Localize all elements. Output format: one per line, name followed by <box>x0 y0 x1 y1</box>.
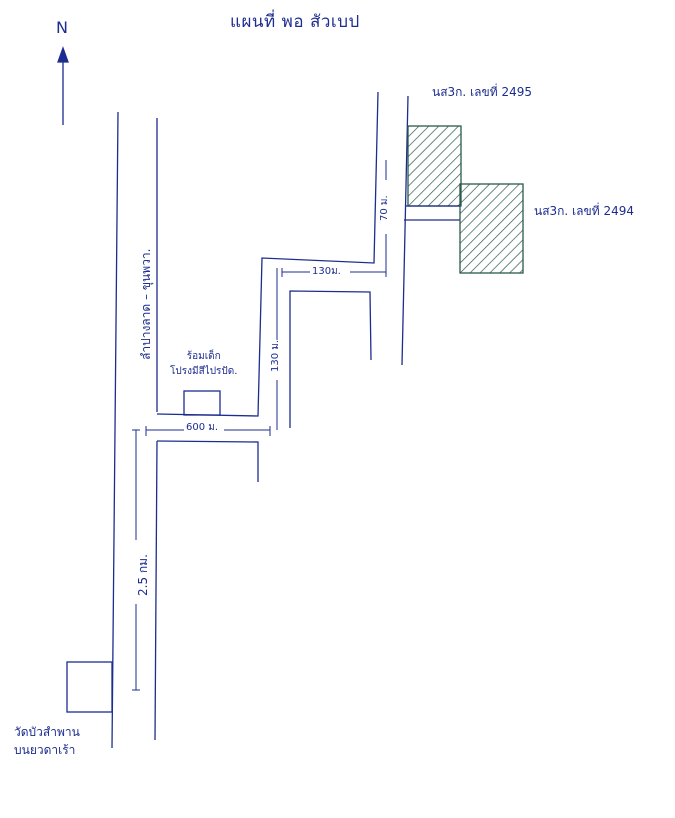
side-road <box>156 91 409 482</box>
main-road <box>111 111 158 749</box>
north-label: N <box>56 18 68 37</box>
distance-segment-middle-vertical: 130 ม. <box>270 339 281 372</box>
distance-main-road: 2.5 กม. <box>136 554 150 596</box>
temple-building <box>66 661 113 713</box>
north-arrow-icon <box>57 46 69 125</box>
plot-2494-label: นส3ก. เลขที่ 2494 <box>534 204 634 218</box>
plot-connector <box>404 205 460 221</box>
temple-label-line1: วัดบัวสำพาน <box>14 725 80 739</box>
temple-label-line2: บนยวดาเร้า <box>14 743 76 757</box>
dimension-lines <box>132 160 387 691</box>
distance-segment-middle-horizontal: 130ม. <box>312 266 341 277</box>
school-building <box>183 390 221 416</box>
distance-segment-east: 70 ม. <box>379 195 390 221</box>
map-title: แผนที่ พอ สัวเบป <box>230 12 360 32</box>
school-label-line1: ร้อมเด็ก <box>186 351 221 362</box>
distance-segment-west: 600 ม. <box>186 422 219 433</box>
plot-2495-label: นส3ก. เลขที่ 2495 <box>432 85 532 99</box>
plot-2494 <box>459 183 524 274</box>
road-name-label: ลำปางลาด – ขุนพวา. <box>139 248 153 360</box>
temple-label: วัดบัวสำพาน บนยวดาเร้า <box>14 723 80 759</box>
school-label: ร้อมเด็ก โปรงมีสีไปรปัด. <box>170 350 237 379</box>
plot-2495 <box>407 125 462 207</box>
school-label-line2: โปรงมีสีไปรปัด. <box>170 365 238 377</box>
